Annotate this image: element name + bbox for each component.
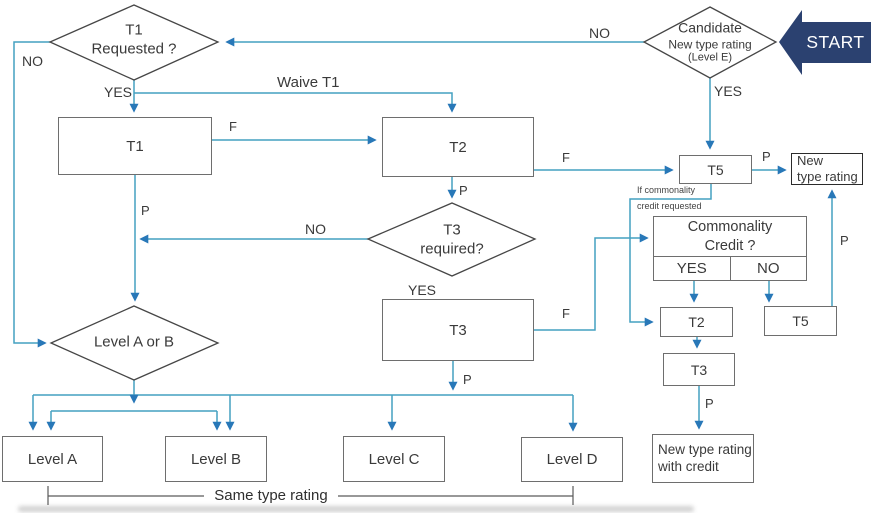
f-label-t1-t2: F xyxy=(229,119,237,134)
t1-requested-line2: Requested ? xyxy=(91,40,177,57)
p-label-t3-levels: P xyxy=(463,372,472,387)
t3-required-line2: required? xyxy=(420,240,484,257)
new-credit-line2: with credit xyxy=(658,458,719,474)
same-type-rating-bracket xyxy=(47,486,574,505)
t1-requested-line1: T1 xyxy=(125,21,143,39)
t3-required-line1: T3 xyxy=(443,221,461,239)
new-type-rating-line1: New xyxy=(797,152,824,168)
waive-t1-label: Waive T1 xyxy=(277,74,340,91)
t3-box: T3 xyxy=(382,299,534,361)
if-commonality-label-line2: credit requested xyxy=(637,201,702,211)
yes-label-t1-requested: YES xyxy=(104,84,133,100)
commonality-options-row: YES NO xyxy=(654,256,806,280)
new-type-rating-credit-box: New type rating with credit xyxy=(652,434,754,483)
t2-credit-box: T2 xyxy=(660,307,733,337)
commonality-no-cell: NO xyxy=(757,260,780,277)
new-type-rating-line2: type rating xyxy=(797,169,858,184)
commonality-credit-title: Commonality Credit ? xyxy=(654,217,806,256)
commonality-credit-box: Commonality Credit ? YES NO xyxy=(653,216,807,281)
decision-diamonds xyxy=(48,4,778,381)
same-type-rating-label: Same type rating xyxy=(214,487,328,504)
start-label: START xyxy=(806,32,865,52)
connector-waive-t1 xyxy=(134,92,457,113)
no-label-candidate: NO xyxy=(589,25,610,41)
p-label-t1: P xyxy=(141,203,150,218)
p-label-t2: P xyxy=(459,183,468,198)
p-label-t5-credit: P xyxy=(840,233,849,248)
candidate-line1: Candidate xyxy=(678,19,742,36)
yes-label-t3-required: YES xyxy=(408,282,437,298)
yes-label-candidate: YES xyxy=(714,83,743,99)
level-c-box: Level C xyxy=(343,436,445,482)
f-label-t3-commonality: F xyxy=(562,306,570,321)
candidate-line3: (Level E) xyxy=(687,51,733,64)
if-commonality-label-line1: If commonality xyxy=(637,185,696,195)
diamond-level-a-or-b xyxy=(49,305,220,381)
start-arrow-shape xyxy=(779,10,871,75)
p-label-t5-new: P xyxy=(762,149,771,164)
connectors xyxy=(13,37,837,432)
level-a-or-b-diamond-label: Level A or B xyxy=(93,333,175,351)
new-credit-line1: New type rating xyxy=(658,441,752,457)
t1-box: T1 xyxy=(58,117,212,175)
p-label-t3-credit: P xyxy=(705,396,714,411)
connector-no-loop xyxy=(13,41,50,348)
diamond-candidate xyxy=(642,6,778,79)
level-b-box: Level B xyxy=(165,436,267,482)
t3-required-diamond-label: T3 required? xyxy=(420,221,483,259)
t5-credit-box: T5 xyxy=(764,306,837,336)
commonality-title-line1: Commonality xyxy=(687,218,773,235)
connector-t5-commonality xyxy=(629,184,712,327)
no-label-t3-required: NO xyxy=(305,221,326,237)
diamond-t1-requested xyxy=(48,4,220,81)
diamond-t3-required xyxy=(366,202,537,277)
t2-box: T2 xyxy=(382,117,534,177)
level-a-box: Level A xyxy=(2,436,103,482)
level-d-box: Level D xyxy=(521,437,623,482)
f-label-t2-t5: F xyxy=(562,150,570,165)
t5-box: T5 xyxy=(679,155,752,184)
t1-requested-diamond-label: T1 Requested ? xyxy=(91,21,176,59)
t3-credit-box: T3 xyxy=(663,353,735,386)
new-type-rating-box: New type rating xyxy=(791,153,863,185)
cropped-caption-artifact xyxy=(18,506,694,512)
candidate-line2: New type rating xyxy=(668,36,752,51)
connector-t3-f xyxy=(534,233,649,331)
commonality-title-line2: Credit ? xyxy=(704,237,756,254)
commonality-yes-cell: YES xyxy=(654,257,731,280)
candidate-diamond-label: Candidate New type rating (Level E) xyxy=(668,19,751,64)
no-label-loop: NO xyxy=(22,53,43,69)
